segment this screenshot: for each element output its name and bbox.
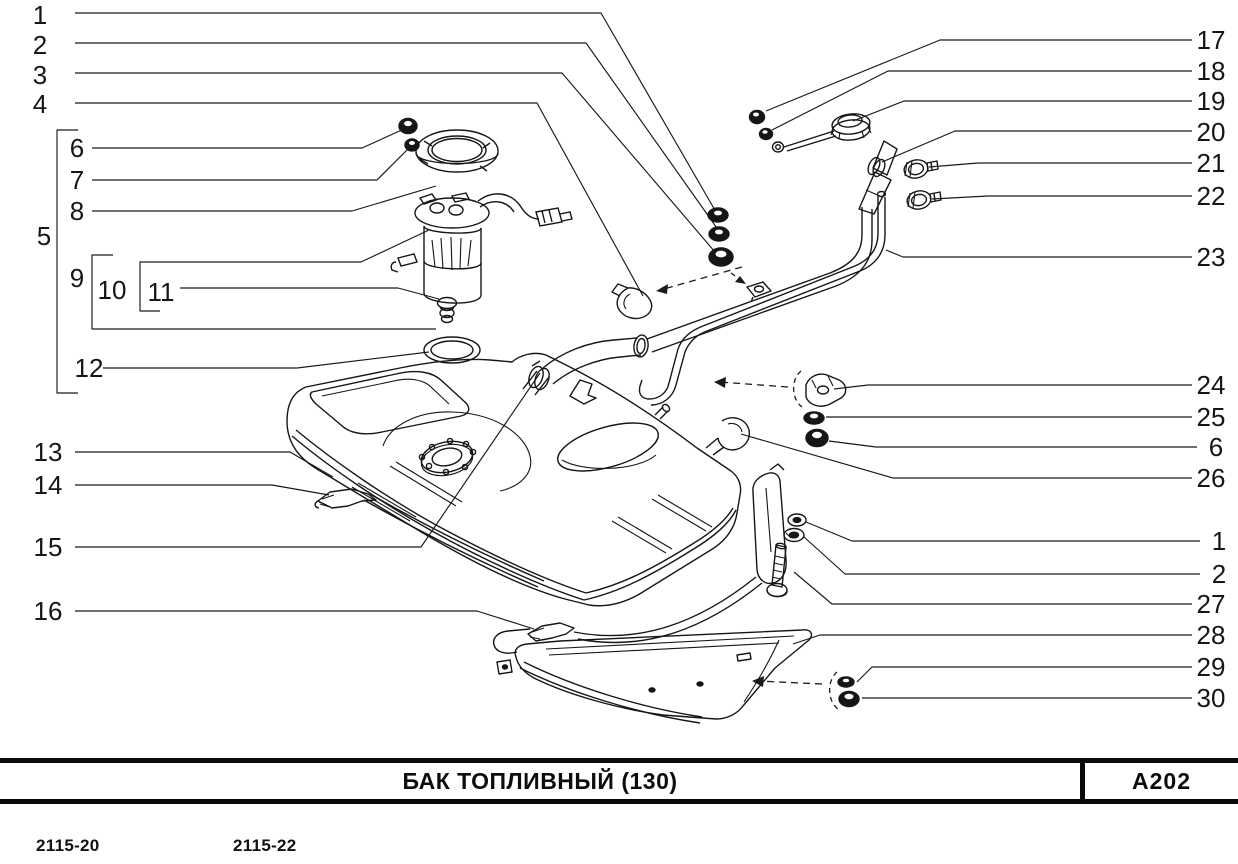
fuel-pump-module [390,117,573,364]
callout-left-12: 12 [75,353,104,383]
callout-right-19: 19 [1197,86,1226,116]
leader-lines [56,12,1200,699]
callout-left-7: 7 [70,165,84,195]
callout-left-14: 14 [34,470,63,500]
callout-right-30: 30 [1197,683,1226,713]
callout-left-11: 11 [148,277,175,307]
filler-pipe-assembly [611,109,942,406]
callout-left-15: 15 [34,532,63,562]
page-code: A202 [1080,763,1238,799]
callout-right-27: 27 [1197,589,1226,619]
callout-right-1: 1 [1212,526,1226,556]
callout-right-6: 6 [1209,432,1223,462]
callout-left-10: 10 [98,275,127,305]
callout-right-28: 28 [1197,620,1226,650]
pipe-mount-parts [705,373,847,456]
callout-left-9: 9 [70,263,84,293]
callout-right-20: 20 [1197,117,1226,147]
callout-left-5: 5 [37,221,51,251]
callout-left-4: 4 [33,89,47,119]
callout-right-21: 21 [1197,148,1226,178]
callout-numbers: 1 2 3 4 5 6 7 8 9 10 11 12 13 14 15 16 1… [33,0,1226,713]
callout-right-24: 24 [1197,370,1226,400]
footer-title-bar: БАК ТОПЛИВНЫЙ (130) A202 [0,758,1238,804]
callout-left-16: 16 [34,596,63,626]
fuel-tank-shield [492,628,860,724]
callout-right-18: 18 [1197,56,1226,86]
fuel-tank [286,334,742,607]
callout-right-26: 26 [1197,463,1226,493]
assembly-arrows [656,266,839,710]
figure-title: БАК ТОПЛИВНЫЙ (130) [402,767,678,794]
model-code-1: 2115-20 [36,836,100,855]
callout-right-25: 25 [1197,402,1226,432]
callout-left-13: 13 [34,437,63,467]
callout-right-17: 17 [1197,25,1226,55]
callout-right-2: 2 [1212,559,1226,589]
callout-right-23: 23 [1197,242,1226,272]
callout-left-2: 2 [33,30,47,60]
tank-straps [314,463,807,644]
callout-right-29: 29 [1197,652,1226,682]
callout-right-22: 22 [1197,181,1226,211]
callout-left-1: 1 [33,0,47,30]
callout-left-3: 3 [33,60,47,90]
callout-left-6: 6 [70,133,84,163]
model-code-2: 2115-22 [233,836,297,855]
callout-left-8: 8 [70,196,84,226]
